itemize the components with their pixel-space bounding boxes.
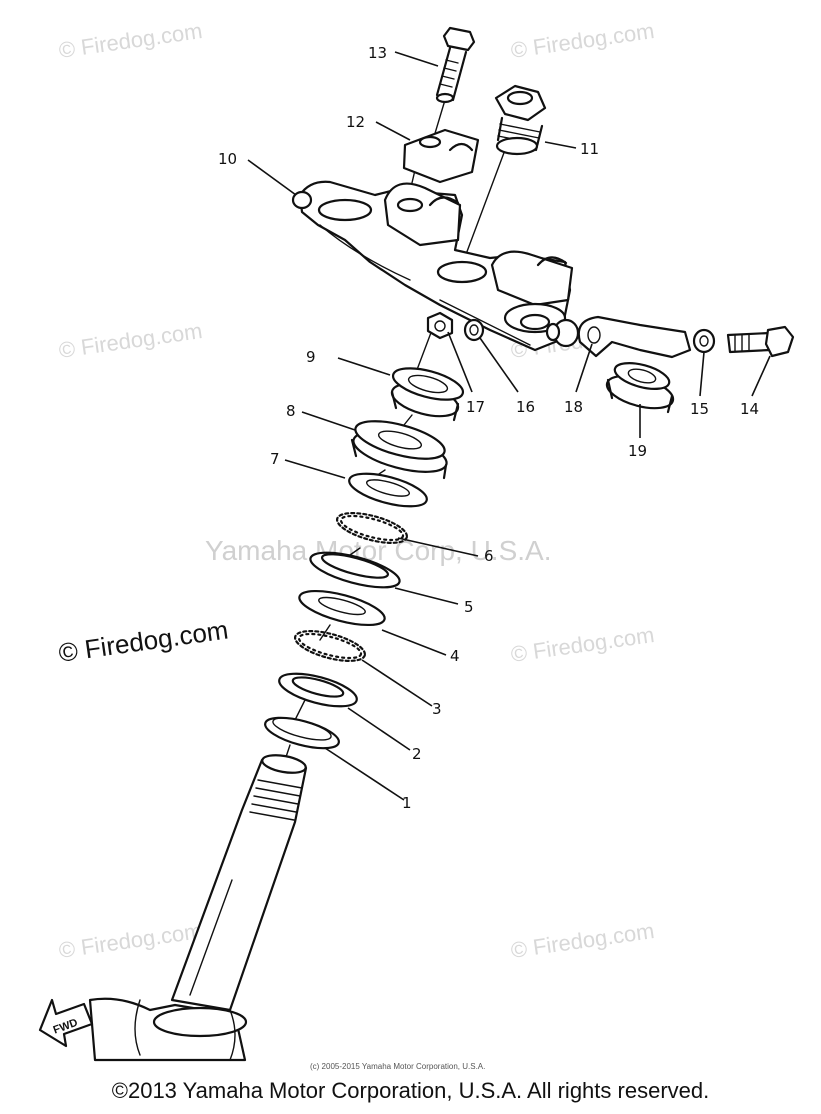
part-11-nut — [494, 84, 547, 156]
part-16-washer — [463, 318, 485, 342]
part-13-bolt — [435, 26, 476, 104]
part-18-arm — [577, 315, 692, 359]
watermark-top-left: © Firedog.com — [57, 18, 204, 63]
watermark-left-strong: © Firedog.com — [57, 614, 230, 667]
fwd-arrow: FWD — [38, 998, 94, 1048]
part-19-bushing — [605, 362, 675, 414]
watermark-top-right: © Firedog.com — [509, 18, 656, 63]
callout-10: 10 — [218, 150, 237, 168]
footer-copyright: ©2013 Yamaha Motor Corporation, U.S.A. A… — [111, 1078, 710, 1103]
part-12-clamp — [402, 128, 480, 184]
watermark-bottom-right: © Firedog.com — [509, 918, 656, 963]
watermark-mid-left: © Firedog.com — [57, 318, 204, 363]
part-4-race — [298, 589, 386, 627]
part-17-nut — [426, 311, 454, 340]
part-15-washer — [692, 328, 716, 354]
part-2-race — [278, 672, 358, 708]
bolt-stub-right — [545, 318, 580, 348]
callout-3: 3 — [432, 700, 442, 718]
callout-17: 17 — [466, 398, 485, 416]
callout-13: 13 — [368, 44, 387, 62]
callout-7: 7 — [270, 450, 280, 468]
callout-6: 6 — [484, 547, 494, 565]
callout-4: 4 — [450, 647, 460, 665]
part-3-balls — [293, 630, 367, 662]
watermark-bottom-left: © Firedog.com — [57, 918, 204, 963]
leader-lines — [247, 51, 771, 801]
part-9-adjust-nut — [390, 367, 465, 422]
part-14-bolt — [726, 325, 795, 358]
callout-14: 14 — [740, 400, 759, 418]
callout-labels: 13 12 10 11 9 8 7 6 5 4 3 2 1 17 16 18 1… — [218, 44, 759, 812]
steering-stem — [88, 754, 308, 1062]
callout-18: 18 — [564, 398, 583, 416]
callout-1: 1 — [402, 794, 412, 812]
part-7-race — [348, 472, 428, 508]
callout-5: 5 — [464, 598, 474, 616]
part-6-balls — [335, 512, 409, 544]
part-8-seal — [350, 420, 448, 480]
callout-19: 19 — [628, 442, 647, 460]
part-10-upper-bracket — [291, 180, 574, 352]
part-5-race — [309, 551, 401, 589]
watermark-lower-right: © Firedog.com — [509, 622, 656, 667]
callout-16: 16 — [516, 398, 535, 416]
callout-8: 8 — [286, 402, 296, 420]
callout-11: 11 — [580, 140, 599, 158]
watermark-center: Yamaha Motor Corp, U.S.A. — [205, 535, 552, 566]
callout-9: 9 — [306, 348, 316, 366]
part-1-seal — [264, 716, 340, 750]
callout-15: 15 — [690, 400, 709, 418]
callout-12: 12 — [346, 113, 365, 131]
callout-2: 2 — [412, 745, 422, 763]
small-copyright: (c) 2005-2015 Yamaha Motor Corporation, … — [310, 1062, 485, 1071]
